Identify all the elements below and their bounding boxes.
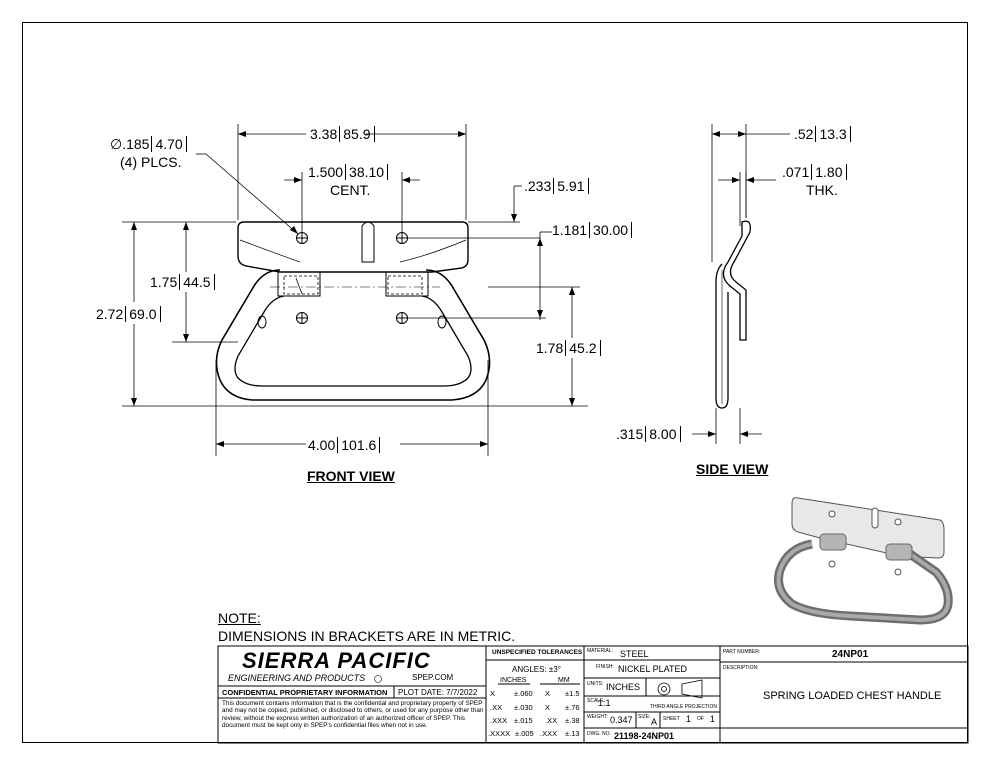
tol-row-2: .XX (490, 703, 503, 712)
tol-row-1: X (490, 689, 496, 698)
confidential-title: CONFIDENTIAL PROPRIETARY INFORMATION (222, 688, 388, 697)
tol-row-3-mmfmt: .XX (545, 716, 558, 725)
tol-row-4-mmfmt: .XXX (540, 729, 558, 738)
left-knuckle (277, 271, 321, 297)
material-label: MATERIAL: (587, 648, 614, 654)
inches-header: INCHES (500, 677, 527, 684)
isometric-view (774, 497, 953, 625)
projection-symbol (657, 679, 703, 699)
tol-row-3: .XXX (490, 716, 508, 725)
tol-row-3-in: ±.015 (514, 716, 533, 725)
part-number: 24NP01 (832, 649, 869, 660)
mm-header: MM (558, 677, 570, 684)
front-view-title: FRONT VIEW (307, 468, 395, 484)
hole-count-note: (4) PLCS. (120, 154, 182, 170)
hole-spacing-note: CENT. (330, 182, 371, 198)
side-view-part (715, 220, 751, 409)
note-heading: NOTE: (218, 610, 261, 626)
right-knuckle (385, 271, 429, 297)
sheet-label: SHEET (663, 716, 680, 722)
tol-row-4-mm: ±.13 (565, 729, 580, 738)
description-label: DESCRIPTION: (723, 665, 759, 671)
tolerances-title: UNSPECIFIED TOLERANCES (492, 649, 583, 656)
material-value: STEEL (620, 649, 649, 659)
units-value: INCHES (606, 682, 641, 692)
size-value: A (651, 717, 658, 727)
front-holes (257, 232, 447, 329)
company-logo: SIERRA PACIFIC (242, 648, 431, 673)
confidential-text: This document contains information that … (222, 700, 484, 730)
thickness-note: THK. (806, 182, 838, 198)
company-website: SPEP.COM (412, 673, 454, 682)
tolerances-angles: ANGLES: ±3° (512, 665, 561, 674)
tol-row-2-in: ±.030 (514, 703, 533, 712)
sheet-total: 1 (710, 714, 716, 724)
of-label: OF (697, 716, 704, 722)
sheet-value: 1 (686, 714, 692, 724)
weight-label: WEIGHT: (587, 714, 608, 720)
tol-row-1-mmfmt: X (545, 689, 551, 698)
description: SPRING LOADED CHEST HANDLE (763, 690, 942, 702)
handle-loop (215, 269, 491, 401)
size-label: SIZE: (638, 714, 651, 720)
units-label: UNITS: (587, 681, 604, 687)
weight-value: 0.347 (610, 715, 633, 725)
scale-value: 1:1 (598, 698, 611, 708)
front-plate (237, 221, 469, 273)
tol-row-1-in: ±.060 (514, 689, 533, 698)
tol-row-3-mm: ±.38 (565, 716, 580, 725)
tol-row-1-mm: ±1.5 (565, 689, 580, 698)
plot-date: PLOT DATE: 7/7/2022 (398, 688, 478, 697)
part-number-label: PART NUMBER: (723, 649, 761, 655)
tol-row-2-mmfmt: X (545, 703, 551, 712)
side-view-title: SIDE VIEW (696, 461, 769, 477)
title-block-grid (217, 645, 969, 744)
tol-row-2-mm: ±.76 (565, 703, 580, 712)
finish-value: NICKEL PLATED (618, 664, 688, 674)
note-text: DIMENSIONS IN BRACKETS ARE IN METRIC. (218, 628, 516, 644)
dwg-label: DWG. NO. (587, 731, 611, 737)
scale-label: SCALE: (587, 698, 605, 704)
projection-label: THIRD ANGLE PROJECTION (650, 704, 717, 710)
company-sub: ENGINEERING AND PRODUCTS (228, 673, 366, 683)
finish-label: FINISH: (596, 664, 614, 670)
dwg-number: 21198-24NP01 (614, 731, 675, 741)
tol-row-4-in: ±.005 (515, 729, 534, 738)
tol-row-4: .XXXX (488, 729, 511, 738)
